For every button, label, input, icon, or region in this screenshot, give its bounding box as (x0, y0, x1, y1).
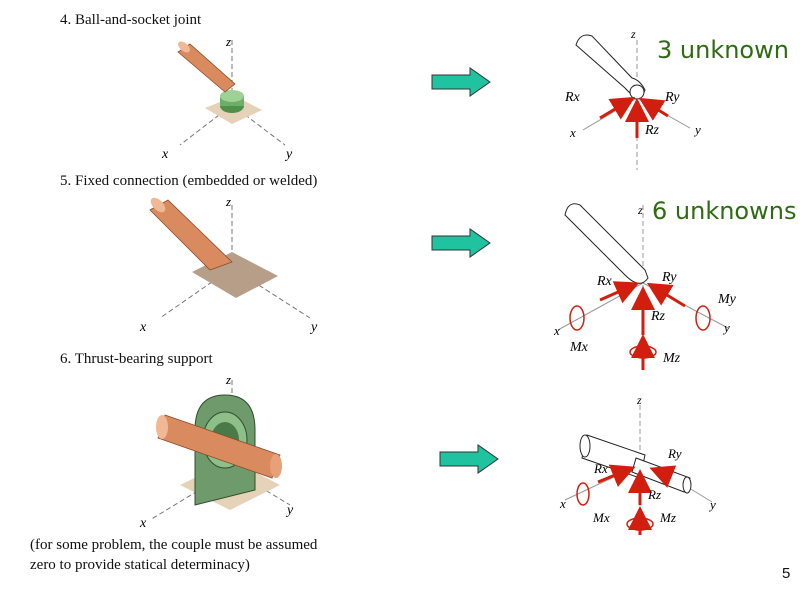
moment-mx-icon (576, 482, 590, 506)
axis-z-label: z (225, 194, 231, 209)
ball-socket-free-body-diagram: Rx Ry Rz z x y (564, 27, 701, 170)
axis-z-label: z (637, 203, 643, 217)
heading-thrust-bearing: 6. Thrust-bearing support (60, 351, 213, 367)
axis-z-label: z (225, 372, 231, 387)
moment-mx-label: Mx (569, 340, 589, 355)
thrust-bearing-illustration: z x y (139, 372, 294, 531)
axis-z-label: z (225, 34, 231, 49)
axis-z-label: z (636, 393, 642, 407)
moment-mx-icon (569, 305, 585, 331)
axis-z-label: z (630, 27, 636, 41)
axis-y-label: y (309, 320, 318, 335)
moment-mz-label: Mz (659, 510, 676, 525)
axis-x-label: x (161, 147, 169, 162)
page-number: 5 (782, 565, 791, 582)
moment-mz-icon (626, 517, 654, 531)
unknowns-count-ball-socket: 3 unknown (657, 36, 789, 64)
axis-x-label: x (139, 516, 147, 531)
reaction-ry-label: Ry (667, 446, 682, 461)
right-arrow-icon (439, 444, 499, 474)
footnote: (for some problem, the couple must be as… (30, 537, 318, 573)
heading-ball-socket: 4. Ball-and-socket joint (60, 12, 202, 28)
axis-x-label: x (139, 320, 147, 335)
reaction-rx-label: Rx (593, 461, 608, 476)
thrust-bearing-free-body-diagram: Rx Ry Rz Mx Mz z x y (559, 393, 716, 535)
ball-socket-illustration: z x y (161, 34, 293, 162)
reaction-rx-label: Rx (596, 274, 613, 289)
unknowns-count-fixed: 6 unknowns (652, 197, 797, 225)
moment-mx-label: Mx (592, 510, 610, 525)
fixed-connection-free-body-diagram: Rx Ry Rz Mx My Mz z x y (553, 203, 737, 370)
heading-fixed-connection: 5. Fixed connection (embedded or welded) (60, 173, 318, 189)
fixed-connection-illustration: z x y (139, 194, 318, 335)
axis-y-label: y (284, 147, 293, 162)
moment-my-label: My (717, 292, 737, 307)
axis-y-label: y (285, 503, 294, 518)
axis-x-label: x (553, 323, 560, 338)
right-arrow-icon (431, 67, 491, 97)
axis-y-label: y (708, 497, 716, 512)
moment-mz-icon (629, 345, 657, 359)
reaction-rz-label: Rz (650, 309, 666, 324)
moment-my-icon (695, 305, 711, 331)
right-arrow-icon (431, 228, 491, 258)
moment-mz-label: Mz (662, 351, 681, 366)
reaction-rz-label: Rz (644, 123, 660, 138)
reaction-ry-label: Ry (664, 90, 680, 105)
reaction-rx-label: Rx (564, 90, 581, 105)
axis-x-label: x (569, 125, 576, 140)
axis-y-label: y (722, 320, 730, 335)
axis-y-label: y (693, 122, 701, 137)
reaction-rz-label: Rz (647, 487, 661, 502)
reaction-ry-label: Ry (661, 270, 677, 285)
axis-x-label: x (559, 496, 566, 511)
